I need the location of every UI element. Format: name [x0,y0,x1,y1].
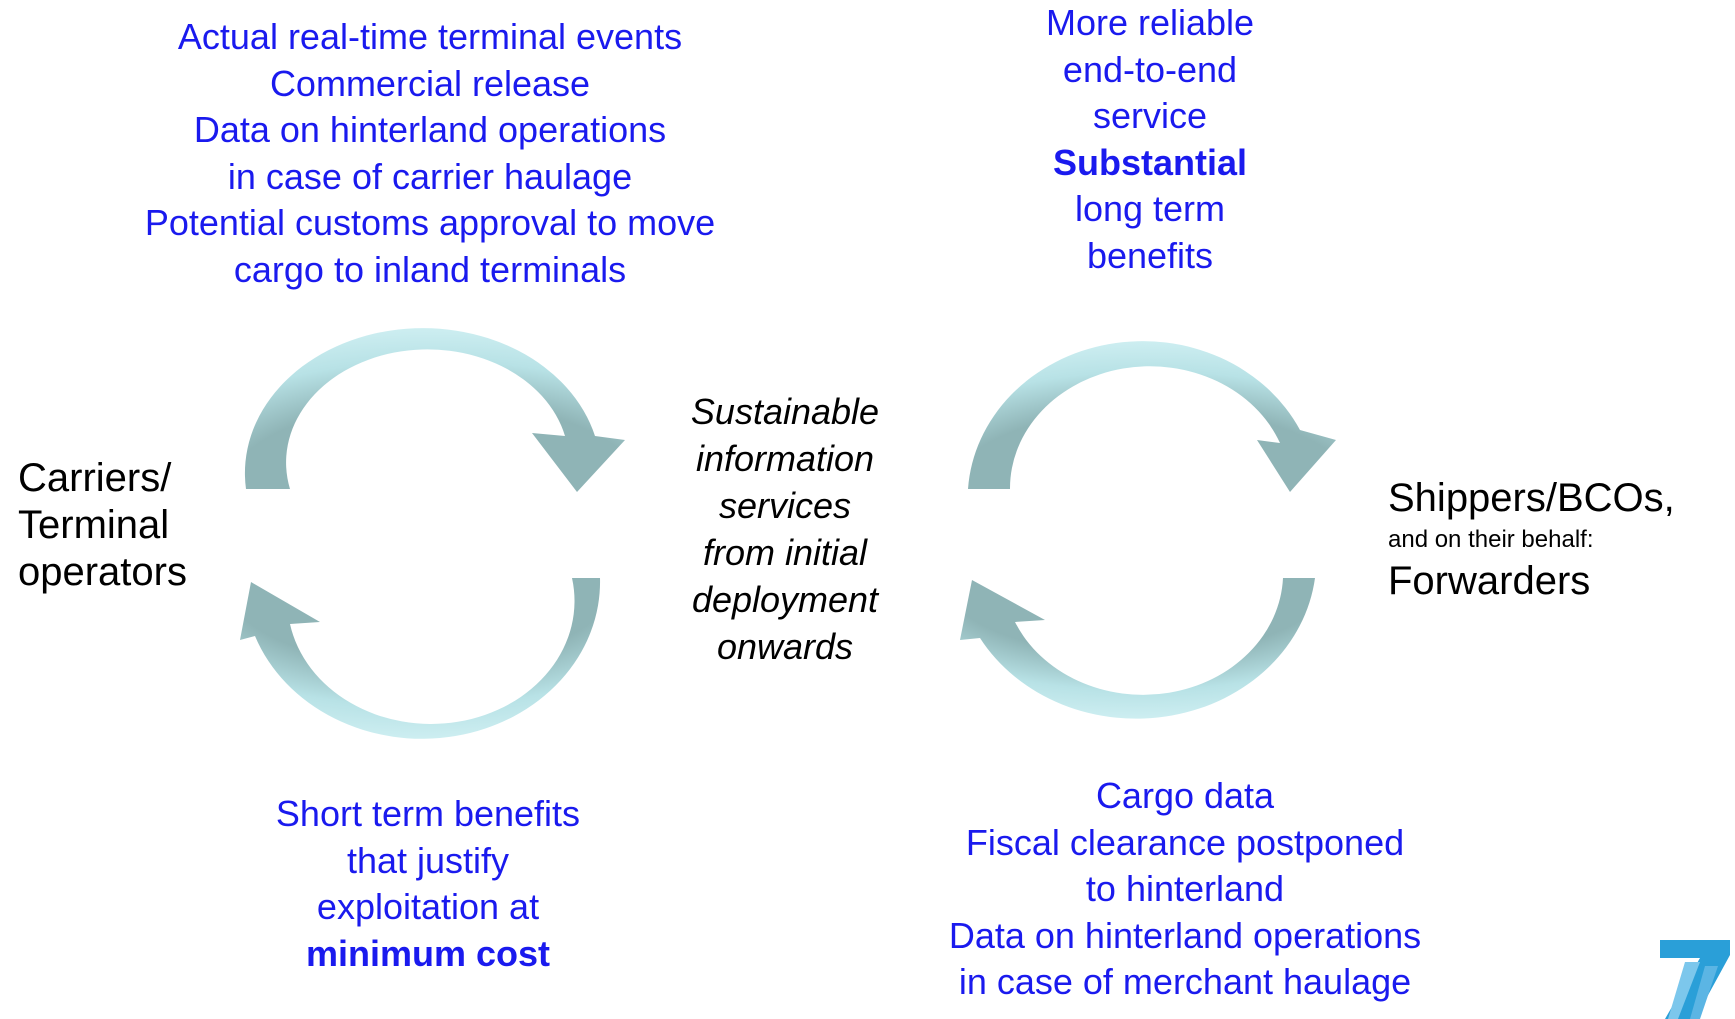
bottom-right-data-text: Cargo data Fiscal clearance postponed to… [875,773,1495,1006]
left-actor-label: Carriers/ Terminal operators [18,455,187,596]
top-right-line-2: end-to-end [1062,48,1238,90]
left-actor-line-3: operators [18,550,187,594]
bottom-right-line-4: Data on hinterland operations [948,914,1422,956]
top-left-line-4: in case of carrier haulage [227,155,633,197]
top-left-benefits-text: Actual real-time terminal events Commerc… [40,14,820,293]
center-line-6: onwards [716,626,854,667]
bottom-right-line-5: in case of merchant haulage [958,961,1412,1002]
top-left-line-3: Data on hinterland operations [193,109,667,150]
left-actor-line-1: Carriers/ [18,456,172,500]
top-left-line-1: Actual real-time terminal events [177,16,683,57]
bottom-right-line-3: to hinterland [1085,868,1285,909]
bottom-right-line-1: Cargo data [1095,775,1275,816]
left-bottom-arrow [240,578,601,739]
center-line-5: deployment [691,579,879,620]
top-left-line-6: cargo to inland terminals [233,248,627,290]
center-line-2: information [695,438,875,479]
bottom-left-benefits-text: Short term benefits that justify exploit… [228,791,628,977]
left-actor-line-2: Terminal [18,503,170,547]
left-top-arrow [244,328,625,492]
right-actor-line-3: Forwarders [1388,559,1591,603]
top-right-line-4: Substantial [1052,141,1248,183]
bottom-left-line-4: minimum cost [305,932,551,974]
center-services-text: Sustainable information services from in… [640,388,930,670]
right-actor-line-1: Shippers/BCOs, [1388,476,1675,520]
bottom-left-line-1: Short term benefits [275,793,581,834]
top-left-line-2: Commercial release [269,62,591,104]
bottom-left-line-3: exploitation at [316,886,540,927]
right-actor-line-2: and on their behalf: [1388,526,1594,553]
center-line-1: Sustainable [690,391,880,432]
center-line-4: from initial [702,532,868,573]
top-right-benefits-text: More reliable end-to-end service Substan… [1010,0,1290,279]
right-top-arrow [968,341,1336,492]
top-left-line-5: Potential customs approval to move [144,202,716,243]
center-line-3: services [718,485,852,526]
top-right-line-1: More reliable [1045,2,1255,43]
bottom-right-line-2: Fiscal clearance postponed [965,821,1405,863]
top-right-line-6: benefits [1086,234,1214,276]
right-actor-label: Shippers/BCOs, and on their behalf: Forw… [1388,475,1675,605]
bottom-left-line-2: that justify [346,839,510,881]
right-bottom-arrow [960,578,1315,719]
top-right-line-3: service [1092,95,1208,136]
fp7-logo-icon [1660,940,1730,1019]
top-right-line-5: long term [1074,188,1226,229]
